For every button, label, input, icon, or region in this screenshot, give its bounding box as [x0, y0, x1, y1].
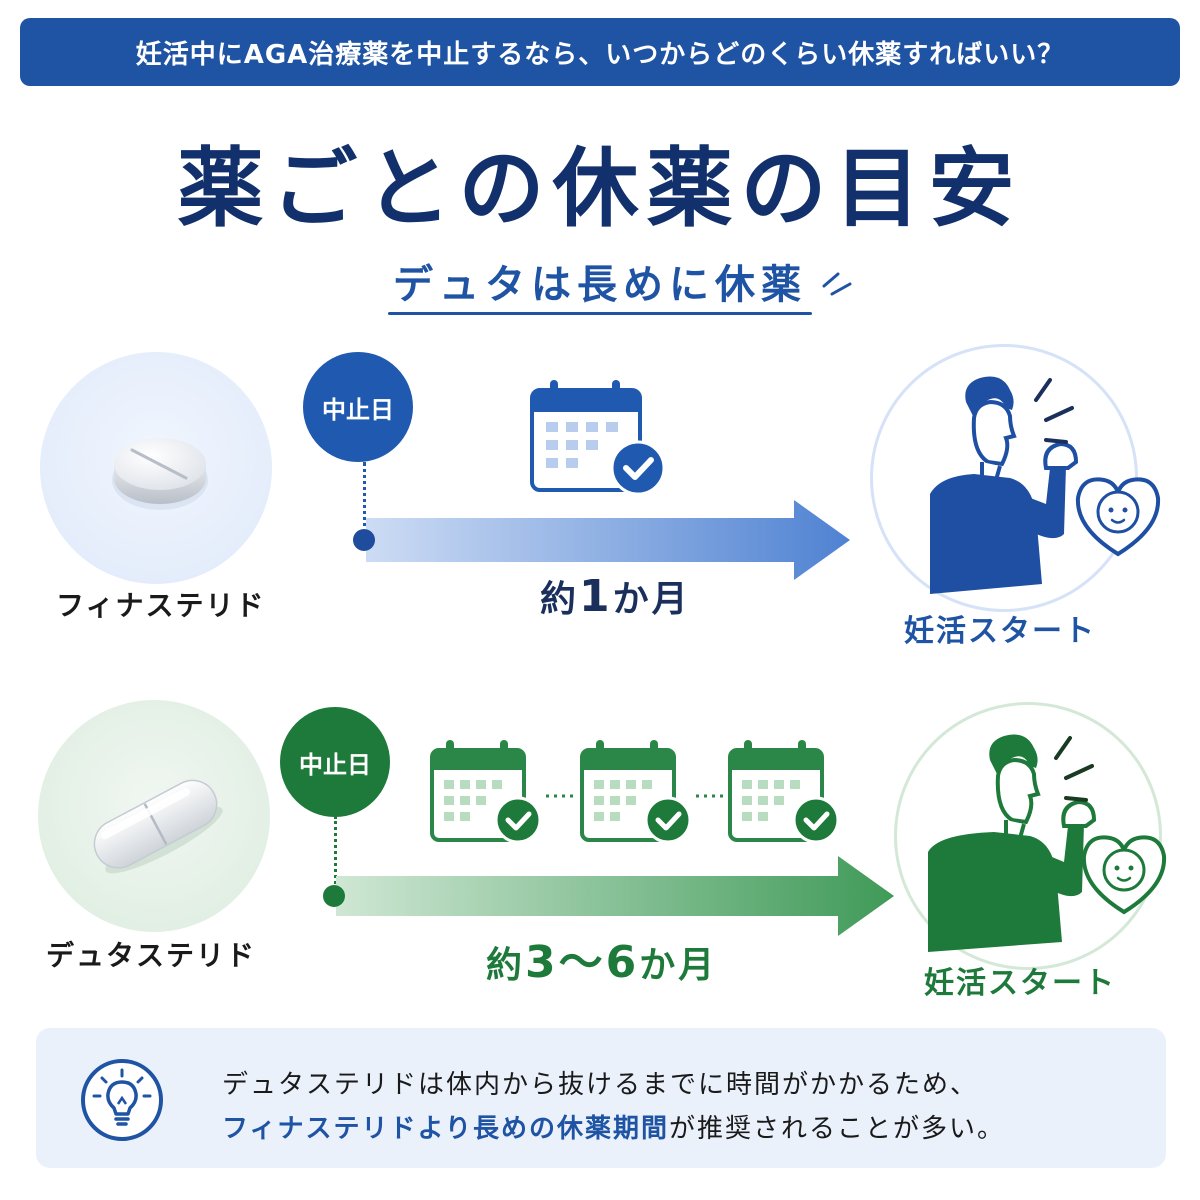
goal-label-finasteride: 妊活スタート [904, 614, 1096, 649]
drug-label-dutasteride: デュタステリド [46, 939, 257, 972]
period-prefix: 約 [486, 945, 526, 986]
note-highlight: フィナステリドより長めの休薬期間 [222, 1114, 669, 1144]
capsule-icon [93, 779, 223, 874]
note-line-2: フィナステリドより長めの休薬期間が推奨されることが多い。 [222, 1108, 1005, 1145]
top-question-banner: 妊活中にAGA治療薬を中止するなら、いつからどのくらい休薬すればいい？ [20, 18, 1180, 86]
goal-label-dutasteride: 妊活スタート [924, 966, 1116, 1001]
timeline-arrow [323, 856, 894, 936]
dotted-connector [334, 816, 337, 890]
celebrating-man-icon [928, 734, 1167, 952]
spark-lines-icon [822, 272, 852, 296]
timeline-arrow [353, 500, 850, 580]
banner-text: 妊活中にAGA治療薬を中止するなら、いつからどのくらい休薬すればいい？ [135, 39, 1065, 70]
drug-label-finasteride: フィナステリド [56, 589, 266, 622]
dotted-connector [363, 462, 366, 534]
period-prefix: 約 [540, 579, 580, 620]
lightbulb-icon [81, 1059, 163, 1141]
period-suffix: か月 [639, 945, 718, 986]
round-tablet-icon [112, 438, 208, 510]
period-number: 1 [579, 571, 613, 622]
calendar-check-icon-group [430, 738, 848, 850]
note-rest: が推奨されることが多い。 [668, 1114, 1005, 1144]
note-line-1: デュタステリドは体内から抜けるまでに時間がかかるため、 [222, 1070, 979, 1100]
stop-day-badge: 中止日 [280, 707, 390, 817]
calendar-check-icon [530, 380, 666, 496]
subtitle: デュタは長めに休薬 [393, 262, 807, 308]
subtitle-underline [388, 312, 812, 315]
celebrating-man-icon [930, 376, 1161, 594]
period-suffix: か月 [612, 579, 691, 620]
period-number: 3〜6 [525, 937, 640, 988]
period-label-finasteride: 約1か月 [540, 570, 691, 622]
stop-day-badge: 中止日 [303, 352, 413, 462]
page-title: 薬ごとの休薬の目安 [177, 139, 1023, 239]
note-box [36, 1028, 1166, 1168]
stop-day-label: 中止日 [322, 395, 394, 424]
stop-day-label: 中止日 [299, 750, 371, 779]
period-label-dutasteride: 約3〜6か月 [486, 926, 717, 990]
